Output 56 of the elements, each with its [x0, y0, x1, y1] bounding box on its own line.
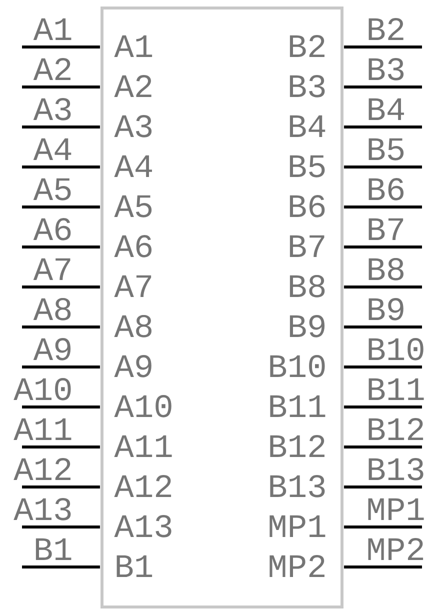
pin-name: A8	[114, 315, 152, 338]
pin-number: A1	[33, 18, 72, 40]
pin-number: B11	[368, 378, 424, 400]
pin-number: A5	[33, 178, 71, 200]
pin-name: A7	[114, 275, 152, 297]
pin-name: B11	[270, 395, 326, 417]
pin-number: A9	[33, 338, 71, 360]
pin-name: A11	[114, 435, 172, 457]
pin-number: A10	[14, 378, 71, 400]
pin-number: B6	[368, 178, 404, 200]
pin-name: A2	[114, 75, 152, 97]
pin-number: B3	[368, 58, 404, 80]
pin-number: B4	[368, 98, 404, 120]
pin-number: B8	[368, 258, 404, 280]
pin-number: A11	[14, 418, 72, 440]
pin-name: B9	[290, 315, 325, 338]
pin-number: A2	[33, 58, 70, 80]
pin-name: B5	[290, 155, 325, 178]
pin-number: A12	[14, 458, 70, 480]
pin-number: B1	[36, 538, 72, 560]
pin-number: MP2	[368, 538, 424, 560]
pin-name: MP1	[270, 515, 326, 537]
pin-name: B1	[116, 555, 152, 577]
pin-number: B2	[368, 18, 404, 40]
pin-number: B7	[368, 218, 404, 240]
pin-name: B4	[290, 115, 326, 137]
pin-name: B10	[270, 355, 325, 378]
pin-number: A3	[33, 98, 71, 120]
pin-name: MP2	[270, 555, 324, 577]
pin-name: A9	[114, 355, 152, 378]
pin-number: B5	[368, 138, 404, 160]
pin-name: B13	[270, 475, 325, 498]
pin-number: B13	[368, 458, 424, 480]
pin-name: A6	[114, 235, 152, 258]
pin-name: A4	[114, 155, 152, 177]
pin-number: A13	[14, 498, 71, 520]
pin-number: A6	[33, 218, 71, 240]
pin-name: B3	[290, 75, 325, 98]
pin-name: A13	[114, 515, 172, 538]
pin-name: B2	[290, 35, 324, 57]
pin-name: A5	[114, 195, 152, 218]
pin-number: B12	[368, 418, 424, 440]
pin-number: MP1	[368, 498, 424, 520]
pin-number: B10	[368, 338, 424, 360]
pin-number: A7	[33, 258, 70, 280]
pin-number: B9	[368, 298, 404, 320]
pin-name: A12	[114, 475, 172, 497]
pin-name: A3	[114, 115, 152, 138]
pin-name: B6	[290, 195, 325, 218]
pin-number: A4	[33, 138, 72, 160]
pin-name: A1	[114, 35, 152, 57]
pin-name: B8	[290, 275, 325, 298]
pin-name: B7	[290, 235, 324, 257]
pin-name: B12	[270, 435, 324, 457]
pin-name: A10	[114, 395, 172, 418]
pin-number: A8	[33, 298, 71, 320]
